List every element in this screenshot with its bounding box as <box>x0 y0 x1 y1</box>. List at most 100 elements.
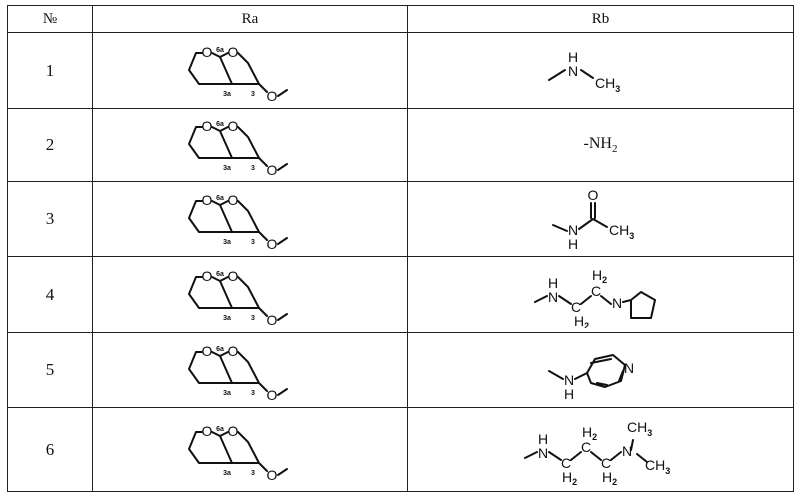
ra-o-right: O <box>228 268 239 284</box>
rb-h2-top: H2 <box>592 267 607 285</box>
ra-structure-image: O O 6a 3a 3 O <box>175 264 325 326</box>
ra-pos-3: 3 <box>251 165 255 172</box>
ra-o-right: O <box>228 44 239 60</box>
table-row: 3 O O 6a 3a 3 O N H O CH3 <box>8 182 794 257</box>
rb-subscript-2: 2 <box>612 143 618 155</box>
ra-structure-image: O O 6a 3a 3 O <box>175 339 325 401</box>
ra-structure: O O 6a 3a 3 O <box>93 33 408 109</box>
rb-structure-image: N H N <box>541 337 661 403</box>
ra-o-ether: O <box>267 312 278 326</box>
rb-h: H <box>537 431 547 447</box>
row-number: 1 <box>8 33 93 109</box>
ra-pos-6a: 6a <box>216 346 224 353</box>
ra-pos-6a: 6a <box>216 195 224 202</box>
header-row: № Ra Rb <box>8 6 794 33</box>
table-row: 4 O O 6a 3a 3 O N H C H2 <box>8 257 794 333</box>
row-number: 4 <box>8 257 93 333</box>
header-number: № <box>8 6 93 33</box>
ra-pos-3a: 3a <box>223 91 231 98</box>
ra-pos-3a: 3a <box>223 165 231 172</box>
rb-h2-2: H2 <box>582 424 597 442</box>
ra-o-left: O <box>202 192 213 208</box>
ra-o-right: O <box>228 192 239 208</box>
rb-h: H <box>563 386 573 402</box>
rb-ch3-right: CH3 <box>645 457 670 476</box>
rb-o: O <box>587 187 598 203</box>
ra-pos-3: 3 <box>251 315 255 322</box>
ra-o-ether: O <box>267 162 278 176</box>
ra-o-left: O <box>202 118 213 134</box>
rb-ch: CH3 <box>595 75 620 94</box>
rb-h2-bottom: H2 <box>574 313 589 328</box>
rb-nh: N <box>537 445 547 461</box>
rb-structure-image: N H CH3 <box>541 46 661 96</box>
ra-o-right: O <box>228 343 239 359</box>
rb-c-top: C <box>590 283 600 299</box>
rb-h: H <box>567 49 577 65</box>
ra-o-left: O <box>202 268 213 284</box>
rb-structure: N H N <box>408 333 794 408</box>
rb-c2: C <box>580 439 590 455</box>
row-number: 6 <box>8 408 93 492</box>
rb-structure-image: N H C H2 C H2 C H2 N CH3 CH3 <box>521 412 681 488</box>
ra-pos-3: 3 <box>251 470 255 477</box>
table-row: 1 O O 6a 3a 3 O N H CH3 <box>8 33 794 109</box>
rb-structure: N H CH3 <box>408 33 794 109</box>
rb-nh-prefix: -NH <box>584 135 612 152</box>
rb-h: H <box>567 236 577 251</box>
table-row: 2 O O 6a 3a 3 O -NH2 <box>8 109 794 182</box>
ra-pos-6a: 6a <box>216 426 224 433</box>
rb-h2-1: H2 <box>562 469 577 487</box>
ra-pos-3: 3 <box>251 390 255 397</box>
table-row: 5 O O 6a 3a 3 O N H N <box>8 333 794 408</box>
ra-structure-image: O O 6a 3a 3 O <box>175 114 325 176</box>
ra-o-ether: O <box>267 387 278 401</box>
ra-o-right: O <box>228 118 239 134</box>
rb-n-amine: N <box>621 443 631 459</box>
ra-o-left: O <box>202 44 213 60</box>
ra-pos-6a: 6a <box>216 47 224 54</box>
ra-o-left: O <box>202 343 213 359</box>
row-number: 3 <box>8 182 93 257</box>
compounds-table: № Ra Rb 1 O O 6a 3a 3 O <box>7 5 794 492</box>
rb-structure: N H O CH3 <box>408 182 794 257</box>
rb-ch3-top: CH3 <box>627 419 652 438</box>
ra-structure: O O 6a 3a 3 O <box>93 408 408 492</box>
ra-pos-6a: 6a <box>216 121 224 128</box>
ra-o-ether: O <box>267 236 278 250</box>
header-ra: Ra <box>93 6 408 33</box>
ra-pos-3a: 3a <box>223 315 231 322</box>
rb-h2-3: H2 <box>602 469 617 487</box>
rb-n-ring: N <box>623 360 633 376</box>
ra-o-left: O <box>202 423 213 439</box>
rb-h: H <box>547 275 557 291</box>
rb-nh: N <box>547 289 557 305</box>
rb-structure-image: N H C H2 C H2 N <box>531 262 671 328</box>
ra-pos-3a: 3a <box>223 239 231 246</box>
table-row: 6 O O 6a 3a 3 O N H C H2 <box>8 408 794 492</box>
rb-ch: CH3 <box>609 222 634 241</box>
rb-structure: N H C H2 C H2 N <box>408 257 794 333</box>
ra-pos-3a: 3a <box>223 390 231 397</box>
ra-structure-image: O O 6a 3a 3 O <box>175 40 325 102</box>
rb-n-ring: N <box>611 295 621 311</box>
ra-structure-image: O O 6a 3a 3 O <box>175 188 325 250</box>
ra-pos-3: 3 <box>251 239 255 246</box>
ra-structure: O O 6a 3a 3 O <box>93 333 408 408</box>
ra-o-ether: O <box>267 467 278 481</box>
ra-structure: O O 6a 3a 3 O <box>93 257 408 333</box>
rb-structure: N H C H2 C H2 C H2 N CH3 CH3 <box>408 408 794 492</box>
ra-structure: O O 6a 3a 3 O <box>93 182 408 257</box>
ra-structure-image: O O 6a 3a 3 O <box>175 419 325 481</box>
ra-pos-3a: 3a <box>223 470 231 477</box>
row-number: 2 <box>8 109 93 182</box>
rb-amino-text: -NH2 <box>408 109 794 182</box>
ra-o-right: O <box>228 423 239 439</box>
row-number: 5 <box>8 333 93 408</box>
ra-pos-6a: 6a <box>216 271 224 278</box>
rb-n: N <box>567 63 577 79</box>
ra-o-ether: O <box>267 88 278 102</box>
ra-pos-3: 3 <box>251 91 255 98</box>
header-rb: Rb <box>408 6 794 33</box>
rb-structure-image: N H O CH3 <box>541 187 661 251</box>
